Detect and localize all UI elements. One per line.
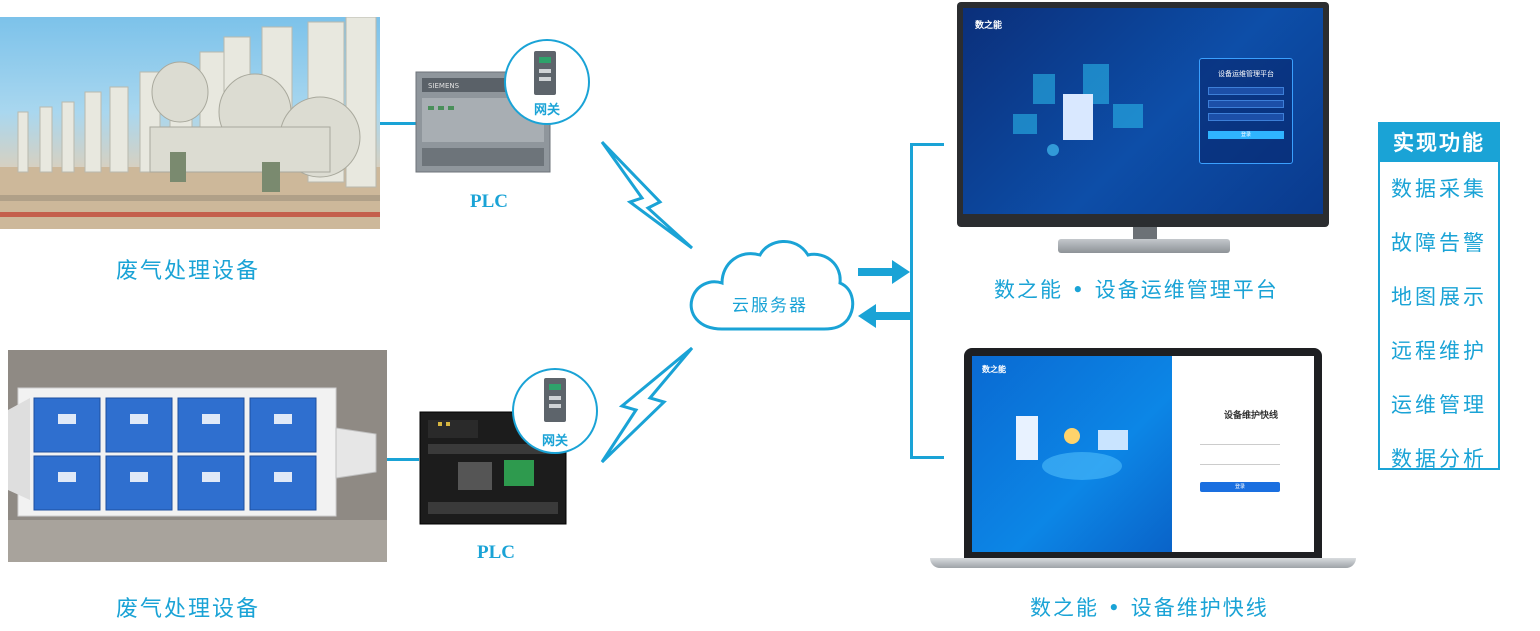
exhaust-equipment-photo-1 bbox=[0, 17, 380, 229]
laptop-hero: 数之能 bbox=[972, 356, 1172, 552]
cloud-label: 云服务器 bbox=[732, 296, 808, 316]
function-item: 地图展示 bbox=[1391, 285, 1487, 309]
connector-line-1 bbox=[380, 122, 416, 125]
gateway-device-icon bbox=[544, 378, 566, 422]
username-field[interactable] bbox=[1208, 87, 1284, 95]
functions-panel: 实现功能 数据采集 故障告警 地图展示 远程维护 运维管理 数据分析 bbox=[1378, 122, 1500, 471]
laptop-brand: 数之能 bbox=[982, 365, 1006, 374]
cloud-icon bbox=[689, 240, 855, 331]
wireless-bolt-icon-upper bbox=[600, 140, 694, 250]
function-item: 数据采集 bbox=[1391, 177, 1487, 201]
laptop-base bbox=[930, 558, 1356, 568]
device-caption-2: 废气处理设备 bbox=[116, 597, 261, 622]
gateway-circle-2: 网关 bbox=[512, 368, 598, 454]
laptop-login-button[interactable]: 登录 bbox=[1200, 482, 1280, 492]
function-item: 故障告警 bbox=[1391, 231, 1487, 255]
isometric-illustration bbox=[1016, 416, 1128, 480]
plc-label-2: PLC bbox=[477, 542, 515, 563]
gateway-device-icon bbox=[534, 51, 556, 95]
desktop-caption: 数之能 • 设备运维管理平台 bbox=[994, 278, 1279, 302]
laptop-caption: 数之能 • 设备维护快线 bbox=[1030, 596, 1269, 620]
function-item: 远程维护 bbox=[1391, 339, 1487, 363]
gateway-label: 网关 bbox=[541, 434, 568, 449]
desktop-login-panel: 设备运维管理平台 登录 bbox=[1199, 58, 1293, 164]
desktop-monitor: 数之能 设备运维管理平台 登录 bbox=[957, 2, 1329, 227]
captcha-field[interactable] bbox=[1208, 113, 1284, 121]
functions-title: 实现功能 bbox=[1380, 124, 1498, 162]
platform-bracket bbox=[910, 143, 944, 459]
gateway-circle-1: 网关 bbox=[504, 39, 590, 125]
svg-text:SIEMENS: SIEMENS bbox=[428, 82, 460, 90]
desktop-screen: 数之能 设备运维管理平台 登录 bbox=[963, 8, 1323, 214]
laptop: 数之能 设备维护快线 登录 bbox=[964, 348, 1322, 558]
cloud-server: 云服务器 bbox=[684, 233, 856, 337]
laptop-login-title: 设备维护快线 bbox=[1223, 411, 1278, 421]
exhaust-equipment-photo-2 bbox=[8, 350, 387, 562]
wireless-bolt-icon-lower bbox=[600, 346, 694, 464]
function-item: 运维管理 bbox=[1391, 393, 1487, 417]
bidirectional-arrows-icon bbox=[858, 260, 910, 328]
laptop-screen: 数之能 设备维护快线 登录 bbox=[972, 356, 1314, 552]
password-field[interactable] bbox=[1200, 456, 1280, 465]
gateway-label: 网关 bbox=[533, 103, 560, 118]
username-field[interactable] bbox=[1200, 436, 1280, 445]
monitor-stand bbox=[1058, 239, 1230, 253]
function-item: 数据分析 bbox=[1391, 447, 1487, 471]
isometric-illustration bbox=[1013, 64, 1143, 156]
desktop-brand: 数之能 bbox=[975, 21, 1003, 31]
password-field[interactable] bbox=[1208, 100, 1284, 108]
device-caption-1: 废气处理设备 bbox=[116, 259, 261, 284]
plc-label-1: PLC bbox=[470, 191, 508, 212]
connector-line-2 bbox=[387, 458, 419, 461]
desktop-login-button[interactable]: 登录 bbox=[1208, 131, 1284, 139]
desktop-login-title: 设备运维管理平台 bbox=[1218, 70, 1274, 78]
